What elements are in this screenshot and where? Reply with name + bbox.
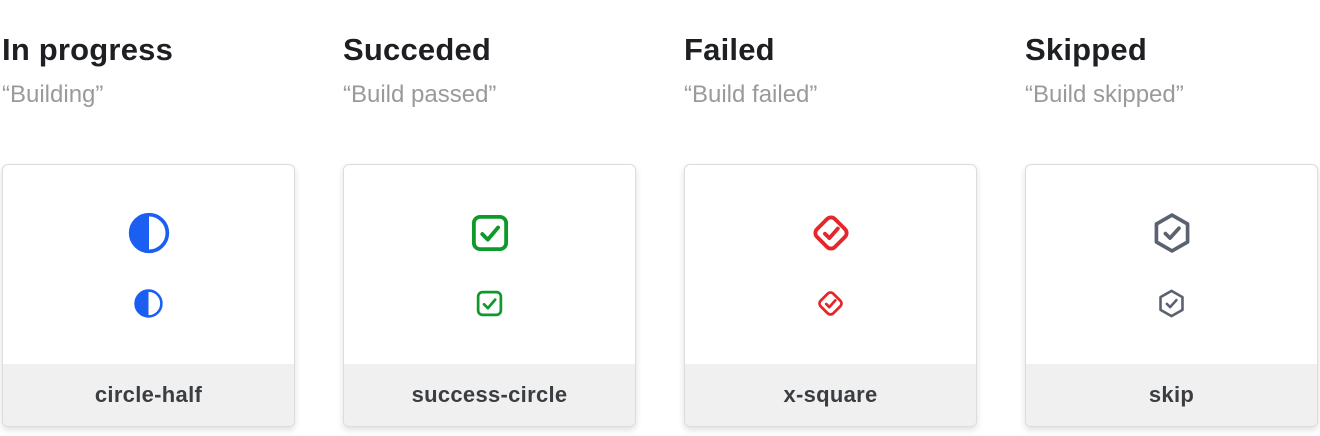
icon-area-skip (1026, 165, 1317, 364)
icon-card-skip: skip (1025, 164, 1318, 428)
status-title-failed: Failed (684, 32, 775, 67)
circle-half-icon-small (133, 288, 164, 319)
icon-area-x-square (685, 165, 976, 364)
column-failed: Failed “Build failed” x-square (684, 32, 977, 428)
status-title-in-progress: In progress (2, 32, 174, 67)
icon-area-circle-half (3, 165, 294, 364)
status-title-skipped: Skipped (1025, 32, 1147, 67)
check-diamond-icon-large (809, 211, 853, 255)
check-hexagon-icon-large (1150, 211, 1194, 255)
column-skipped: Skipped “Build skipped” skip (1025, 32, 1318, 428)
check-square-icon-small (474, 288, 505, 319)
status-subtitle-in-progress: “Building” (2, 80, 104, 108)
status-subtitle-failed: “Build failed” (684, 80, 818, 108)
status-columns: In progress “Building” circle-half Succe… (2, 32, 1318, 428)
icon-label-success-circle: success-circle (344, 364, 635, 427)
icon-label-x-square: x-square (685, 364, 976, 427)
icon-card-circle-half: circle-half (2, 164, 295, 428)
icon-label-skip: skip (1026, 364, 1317, 427)
status-subtitle-succeded: “Build passed” (343, 80, 497, 108)
column-succeded: Succeded “Build passed” success-circle (343, 32, 636, 428)
circle-half-icon-large (127, 211, 171, 255)
check-square-icon-large (468, 211, 512, 255)
icon-card-success-circle: success-circle (343, 164, 636, 428)
status-subtitle-skipped: “Build skipped” (1025, 80, 1184, 108)
icon-card-x-square: x-square (684, 164, 977, 428)
check-diamond-icon-small (815, 288, 846, 319)
icon-label-circle-half: circle-half (3, 364, 294, 427)
icon-area-success-circle (344, 165, 635, 364)
column-in-progress: In progress “Building” circle-half (2, 32, 295, 428)
status-title-succeded: Succeded (343, 32, 492, 67)
check-hexagon-icon-small (1156, 288, 1187, 319)
